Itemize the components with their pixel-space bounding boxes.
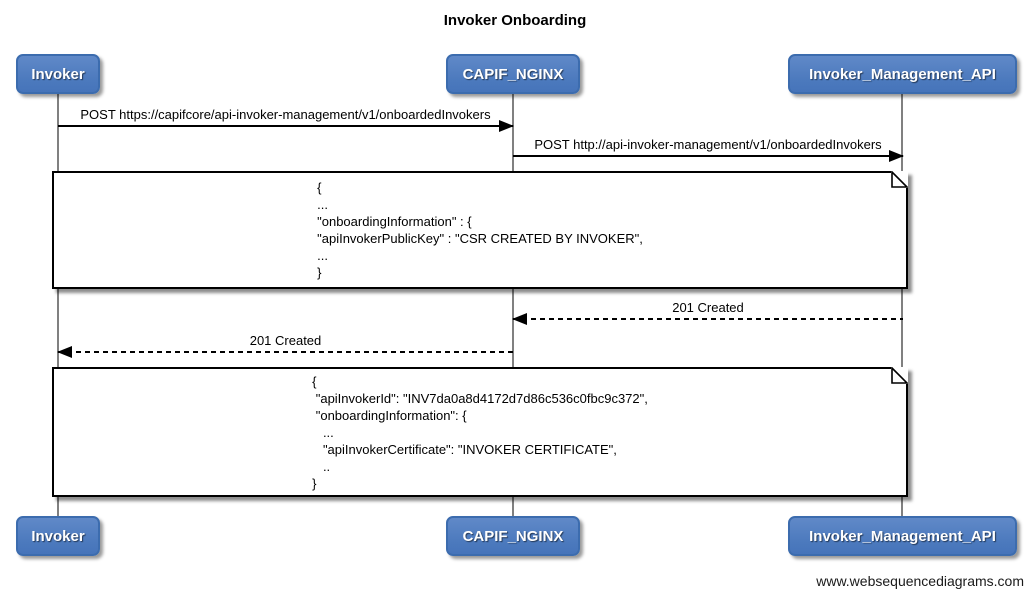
actor-box-capif-nginx-bottom: CAPIF_NGINX [446, 516, 580, 556]
message-post-onboard-invoker-to-capif: POST https://capifcore/api-invoker-manag… [58, 107, 514, 132]
actor-box-invoker-management-api-top: Invoker_Management_API [788, 54, 1017, 94]
message-line-solid [513, 150, 904, 162]
note-request-body: { ... "onboardingInformation" : { "apiIn… [52, 171, 908, 289]
actor-box-invoker-top: Invoker [16, 54, 100, 94]
message-201-created-api-to-capif: 201 Created [512, 300, 903, 325]
arrowhead-left-icon [512, 313, 527, 325]
message-label: 201 Created [249, 333, 322, 348]
lifeline-invoker [57, 94, 59, 516]
actor-label: Invoker [31, 65, 85, 83]
note-folded-corner-icon [891, 367, 908, 384]
message-label: 201 Created [672, 300, 744, 315]
actor-box-invoker-bottom: Invoker [16, 516, 100, 556]
actor-label: Invoker [31, 527, 85, 545]
actor-box-capif-nginx-top: CAPIF_NGINX [446, 54, 580, 94]
actor-label: CAPIF_NGINX [462, 527, 564, 545]
lifeline-invoker-management-api [901, 94, 903, 516]
message-line-dashed [512, 313, 903, 325]
message-line-solid [58, 120, 514, 132]
arrowhead-left-icon [57, 346, 72, 358]
message-201-created-capif-to-invoker: 201 Created [57, 333, 513, 358]
actor-box-invoker-management-api-bottom: Invoker_Management_API [788, 516, 1017, 556]
actor-label: Invoker_Management_API [809, 65, 996, 83]
diagram-title: Invoker Onboarding [443, 12, 587, 29]
lifeline-capif-nginx [512, 94, 514, 516]
arrowhead-right-icon [499, 120, 514, 132]
note-text: { ... "onboardingInformation" : { "apiIn… [317, 180, 643, 280]
note-text: { "apiInvokerId": "INV7da0a8d4172d7d86c5… [312, 373, 648, 491]
actor-label: Invoker_Management_API [809, 527, 996, 545]
watermark-websequencediagrams: www.websequencediagrams.com [816, 573, 1024, 589]
message-line-dashed [57, 346, 513, 358]
arrowhead-right-icon [889, 150, 904, 162]
message-post-onboard-capif-to-api: POST http://api-invoker-management/v1/on… [513, 137, 904, 162]
message-label: POST https://capifcore/api-invoker-manag… [80, 107, 491, 122]
note-response-body: { "apiInvokerId": "INV7da0a8d4172d7d86c5… [52, 367, 908, 497]
actor-label: CAPIF_NGINX [462, 65, 564, 83]
note-folded-corner-icon [891, 171, 908, 188]
message-label: POST http://api-invoker-management/v1/on… [534, 137, 882, 152]
